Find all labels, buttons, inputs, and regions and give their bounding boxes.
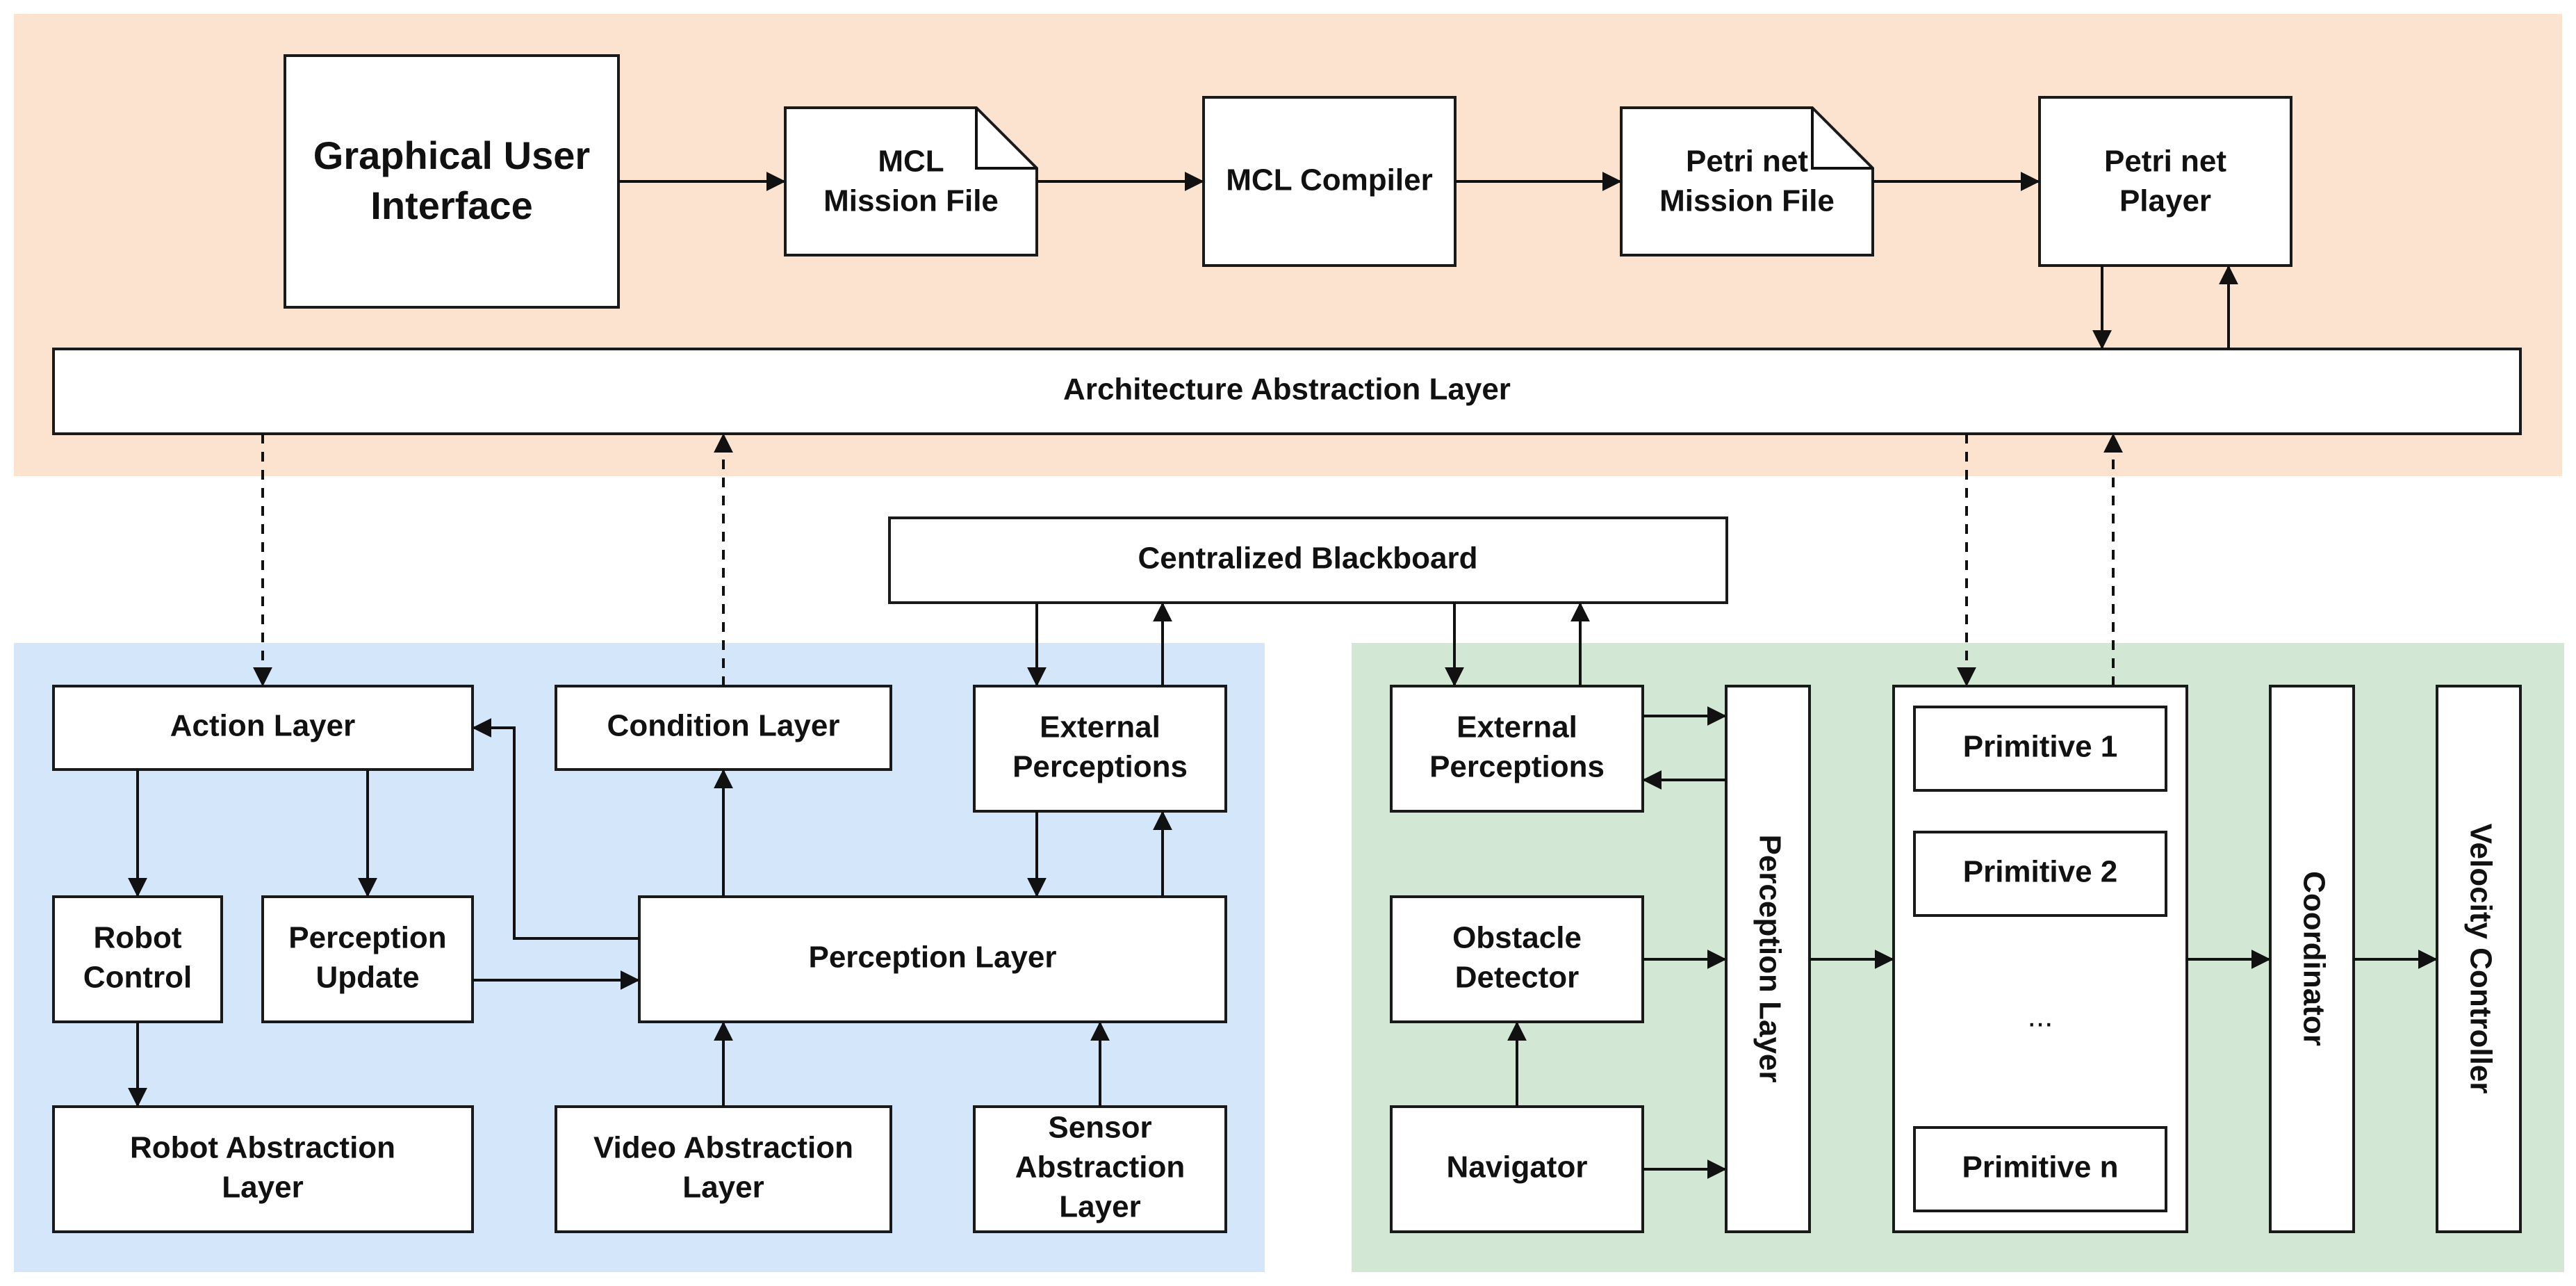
blackboard-label: Centralized Blackboard	[1138, 542, 1477, 576]
architecture-abstraction-layer-node: Architecture Abstraction Layer	[52, 348, 2522, 435]
perception-layer-right-node: Perception Layer	[1725, 685, 1811, 1233]
perception-update-line2: Update	[315, 961, 419, 995]
primitive-ellipsis: ...	[2028, 1000, 2053, 1034]
video-abs-line2: Layer	[682, 1171, 764, 1205]
video-abstraction-layer-node: Video Abstraction Layer	[555, 1105, 892, 1233]
external-perceptions-right-node: External Perceptions	[1390, 685, 1644, 813]
mcl-compiler-node: MCL Compiler	[1202, 96, 1457, 267]
primitive-n-label: Primitive n	[1962, 1150, 2119, 1185]
condition-layer-node: Condition Layer	[555, 685, 892, 771]
ext-perc-right-line2: Perceptions	[1429, 750, 1605, 784]
mcl-file-label-line1: MCL	[878, 145, 944, 179]
condition-layer-label: Condition Layer	[607, 709, 840, 743]
mcl-file-label-line2: Mission File	[823, 184, 999, 218]
robot-abs-line1: Robot Abstraction	[130, 1131, 395, 1165]
perception-update-line1: Perception	[288, 921, 446, 955]
perception-update-node: Perception Update	[261, 895, 474, 1023]
sensor-abs-line1: Sensor	[1048, 1111, 1151, 1145]
primitive-n-node: Primitive n	[1913, 1126, 2167, 1212]
action-layer-node: Action Layer	[52, 685, 474, 771]
petri-file-label-line1: Petri net	[1686, 145, 1808, 179]
primitive-1-label: Primitive 1	[1963, 730, 2118, 764]
obstacle-detector-line2: Detector	[1455, 961, 1580, 995]
sensor-abs-line2: Abstraction	[1015, 1150, 1185, 1185]
primitive-2-node: Primitive 2	[1913, 831, 2167, 917]
mcl-mission-file-node: MCL Mission File	[784, 106, 1038, 257]
perception-layer-left-label: Perception Layer	[808, 941, 1056, 975]
robot-control-line2: Control	[83, 961, 192, 995]
robot-control-node: Robot Control	[52, 895, 223, 1023]
coordinator-node: Coordinator	[2269, 685, 2355, 1233]
primitive-1-node: Primitive 1	[1913, 706, 2167, 792]
navigator-node: Navigator	[1390, 1105, 1644, 1233]
robot-abstraction-layer-node: Robot Abstraction Layer	[52, 1105, 474, 1233]
robot-control-line1: Robot	[93, 921, 181, 955]
petri-file-label-line2: Mission File	[1659, 184, 1835, 218]
obstacle-detector-node: Obstacle Detector	[1390, 895, 1644, 1023]
sensor-abs-line3: Layer	[1059, 1190, 1140, 1224]
gui-label-line2: Interface	[370, 184, 532, 227]
perception-layer-left-node: Perception Layer	[638, 895, 1227, 1023]
video-abs-line1: Video Abstraction	[593, 1131, 853, 1165]
perception-layer-right-label: Perception Layer	[1753, 834, 1787, 1082]
edge-perception-layer-to-action-layer	[472, 718, 639, 940]
coordinator-label: Coordinator	[2297, 871, 2331, 1046]
obstacle-detector-line1: Obstacle	[1452, 921, 1582, 955]
petri-net-player-node: Petri net Player	[2038, 96, 2292, 267]
navigator-label: Navigator	[1447, 1150, 1588, 1185]
ext-perc-left-line2: Perceptions	[1012, 750, 1188, 784]
petri-net-mission-file-node: Petri net Mission File	[1620, 106, 1874, 257]
petri-player-label-line2: Player	[2119, 184, 2211, 218]
petri-player-label-line1: Petri net	[2104, 145, 2226, 179]
primitive-2-label: Primitive 2	[1963, 855, 2118, 889]
sensor-abstraction-layer-node: Sensor Abstraction Layer	[973, 1105, 1227, 1233]
arch-layer-label: Architecture Abstraction Layer	[1063, 373, 1511, 407]
centralized-blackboard-node: Centralized Blackboard	[888, 516, 1728, 604]
action-layer-label: Action Layer	[170, 709, 356, 743]
velocity-controller-label: Velocity Controller	[2463, 824, 2497, 1094]
external-perceptions-left-node: External Perceptions	[973, 685, 1227, 813]
gui-node: Graphical User Interface	[284, 54, 620, 309]
mcl-compiler-label: MCL Compiler	[1226, 163, 1432, 197]
robot-abs-line2: Layer	[222, 1171, 303, 1205]
gui-label-line1: Graphical User	[313, 133, 590, 177]
velocity-controller-node: Velocity Controller	[2436, 685, 2522, 1233]
ext-perc-right-line1: External	[1457, 710, 1577, 744]
ext-perc-left-line1: External	[1040, 710, 1160, 744]
